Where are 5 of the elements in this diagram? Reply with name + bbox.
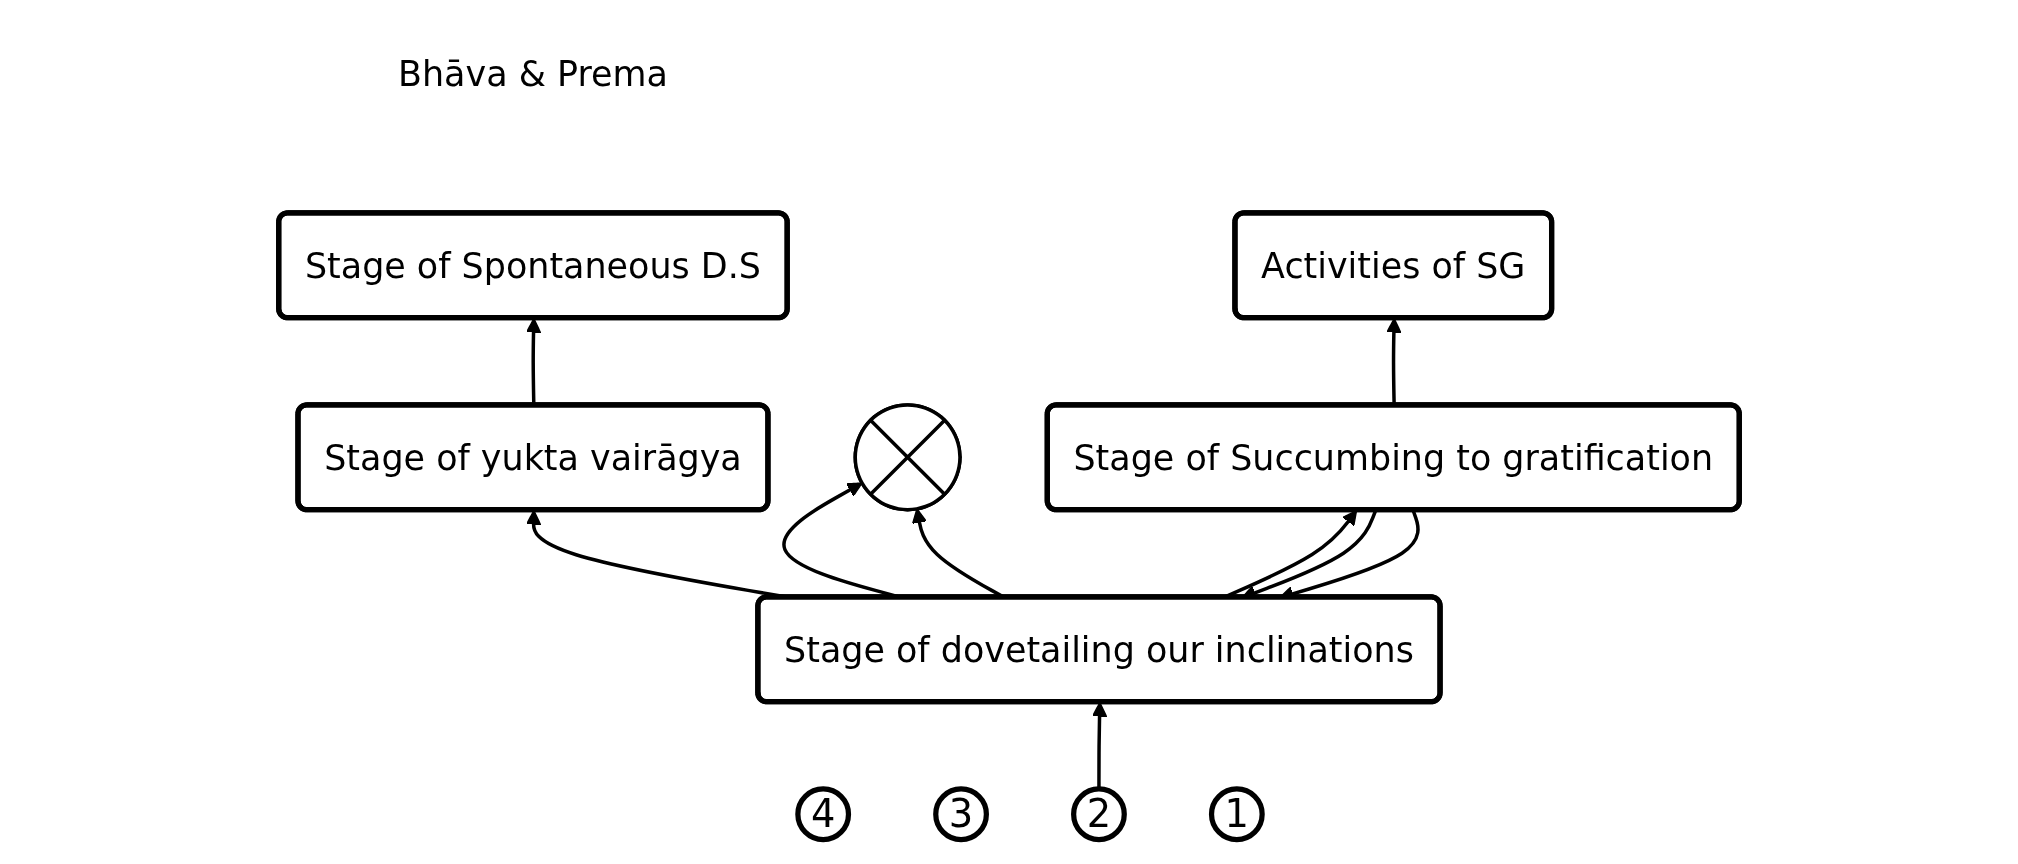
node-label: Bhāva & Prema bbox=[398, 52, 668, 95]
node-circle: 3 bbox=[933, 786, 989, 843]
node-circle: 2 bbox=[1071, 786, 1127, 843]
node-circle: 4 bbox=[795, 786, 852, 843]
node-circle: 1 bbox=[1208, 786, 1265, 843]
